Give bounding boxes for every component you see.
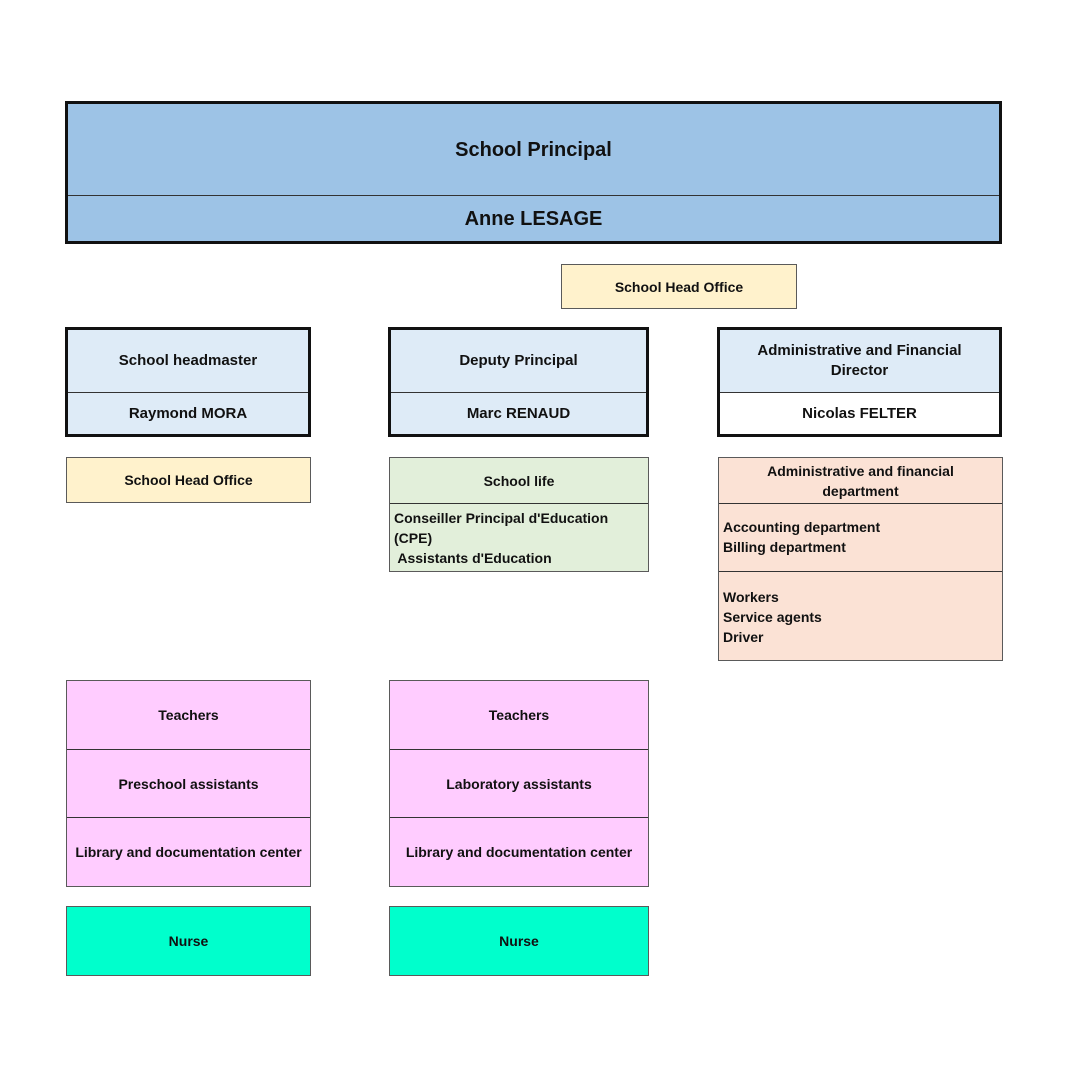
- school-life-line: Assistants d'Education: [394, 550, 552, 566]
- head-office-left-box: School Head Office: [66, 457, 311, 503]
- staff-left-item: Library and documentation center: [67, 817, 310, 886]
- nurse-left-label: Nurse: [168, 933, 209, 949]
- admin-dept-group-1: Accounting department Billing department: [719, 503, 1002, 571]
- head-office-left-label: School Head Office: [124, 472, 253, 488]
- staff-left-item: Teachers: [158, 707, 219, 723]
- headmaster-role: School headmaster: [118, 352, 258, 369]
- head-office-top-box: School Head Office: [561, 264, 797, 309]
- headmaster-name: Raymond MORA: [68, 392, 308, 434]
- admin-dept-box: Administrative and financial department …: [718, 457, 1003, 661]
- staff-mid-item: Teachers: [488, 707, 550, 723]
- staff-left-box: Teachers Preschool assistants Library an…: [66, 680, 311, 887]
- school-life-line: (CPE): [394, 530, 433, 546]
- school-life-roles: Conseiller Principal d'Education (CPE) A…: [390, 503, 648, 571]
- deputy-role: Deputy Principal: [459, 352, 578, 369]
- admin-dept-line: Driver: [723, 629, 764, 645]
- admin-dept-line: Service agents: [723, 609, 822, 625]
- director-box: Administrative and Financial Director Ni…: [717, 327, 1002, 437]
- principal-role: School Principal: [455, 138, 612, 161]
- admin-dept-line: Accounting department: [723, 519, 881, 535]
- school-life-title: School life: [483, 472, 555, 489]
- school-life-line: Conseiller Principal d'Education: [394, 510, 609, 526]
- nurse-mid-label: Nurse: [499, 933, 539, 949]
- admin-dept-title: Administrative and financial department: [767, 462, 954, 499]
- nurse-left-box: Nurse: [66, 906, 311, 976]
- admin-dept-line: Workers: [723, 589, 779, 605]
- principal-box: School Principal Anne LESAGE: [65, 101, 1002, 244]
- principal-name: Anne LESAGE: [68, 195, 999, 241]
- director-name: Nicolas FELTER: [720, 392, 999, 434]
- admin-dept-group-2: Workers Service agents Driver: [719, 571, 1002, 660]
- nurse-mid-box: Nurse: [389, 906, 649, 976]
- school-life-box: School life Conseiller Principal d'Educa…: [389, 457, 649, 572]
- deputy-name: Marc RENAUD: [391, 392, 646, 434]
- staff-mid-box: Teachers Laboratory assistants Library a…: [389, 680, 649, 887]
- head-office-top-label: School Head Office: [614, 278, 744, 295]
- staff-mid-item: Laboratory assistants: [390, 749, 648, 817]
- admin-dept-line: Billing department: [723, 539, 846, 555]
- director-role: Administrative and Financial Director: [757, 342, 962, 379]
- headmaster-box: School headmaster Raymond MORA: [65, 327, 311, 437]
- staff-mid-item: Library and documentation center: [390, 817, 648, 886]
- deputy-box: Deputy Principal Marc RENAUD: [388, 327, 649, 437]
- staff-left-item: Preschool assistants: [67, 749, 310, 817]
